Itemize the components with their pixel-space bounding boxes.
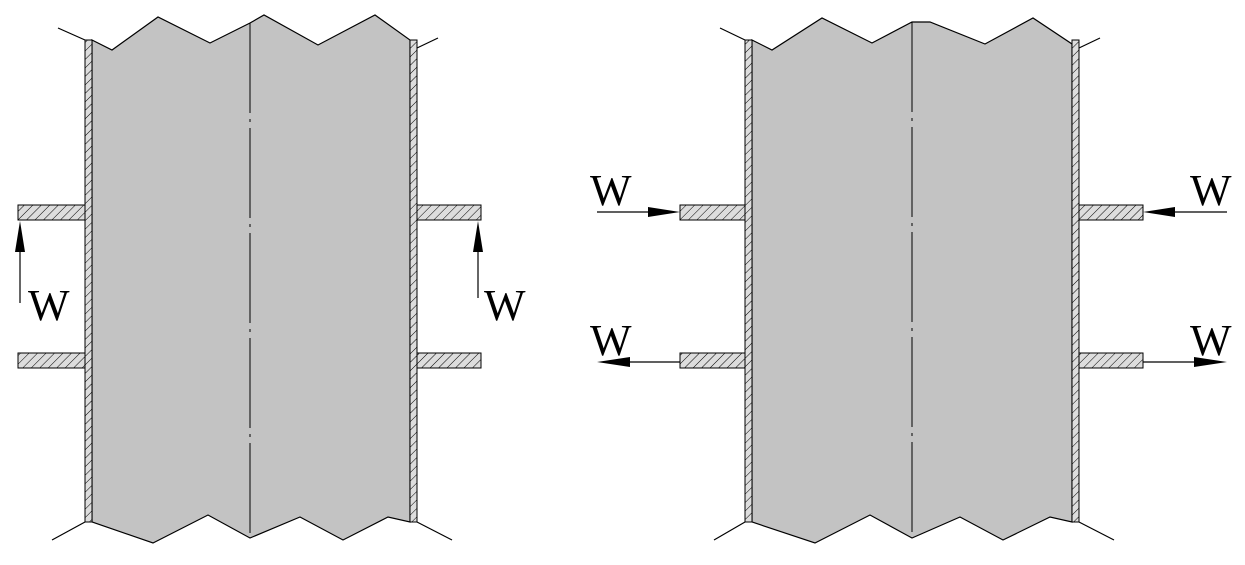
left-core-panel (91, 14, 411, 544)
load-label: W (1190, 316, 1232, 365)
left-wall-strip-outer (84, 39, 93, 523)
flange (17, 204, 86, 221)
load-arrowhead (648, 207, 680, 217)
flange (17, 352, 86, 369)
break-line (719, 27, 746, 41)
load-label: W (28, 281, 70, 330)
load-arrowhead (1194, 357, 1227, 367)
right-wall-strip-outer (1071, 39, 1080, 523)
load-arrowhead (1143, 207, 1175, 217)
load-arrowhead (597, 357, 630, 367)
flange (416, 352, 482, 369)
right-wall-strip-outer (409, 39, 418, 523)
break-line (51, 521, 86, 541)
break-line (416, 521, 453, 541)
break-line (1078, 521, 1115, 541)
flange (1078, 352, 1144, 369)
flange (679, 204, 746, 221)
flange (1078, 204, 1144, 221)
load-label: W (590, 166, 632, 215)
right-figure: W W W W (590, 17, 1232, 544)
left-figure: W W (15, 14, 526, 544)
load-arrowhead (473, 221, 483, 252)
load-label: W (1190, 166, 1232, 215)
break-line (713, 521, 746, 541)
break-line (1078, 37, 1101, 49)
flange (679, 352, 746, 369)
load-arrowhead (15, 221, 25, 252)
flange (416, 204, 482, 221)
break-line (57, 27, 86, 41)
left-wall-strip-outer (744, 39, 753, 523)
break-line (416, 37, 439, 49)
load-label: W (484, 281, 526, 330)
load-label: W (590, 316, 632, 365)
